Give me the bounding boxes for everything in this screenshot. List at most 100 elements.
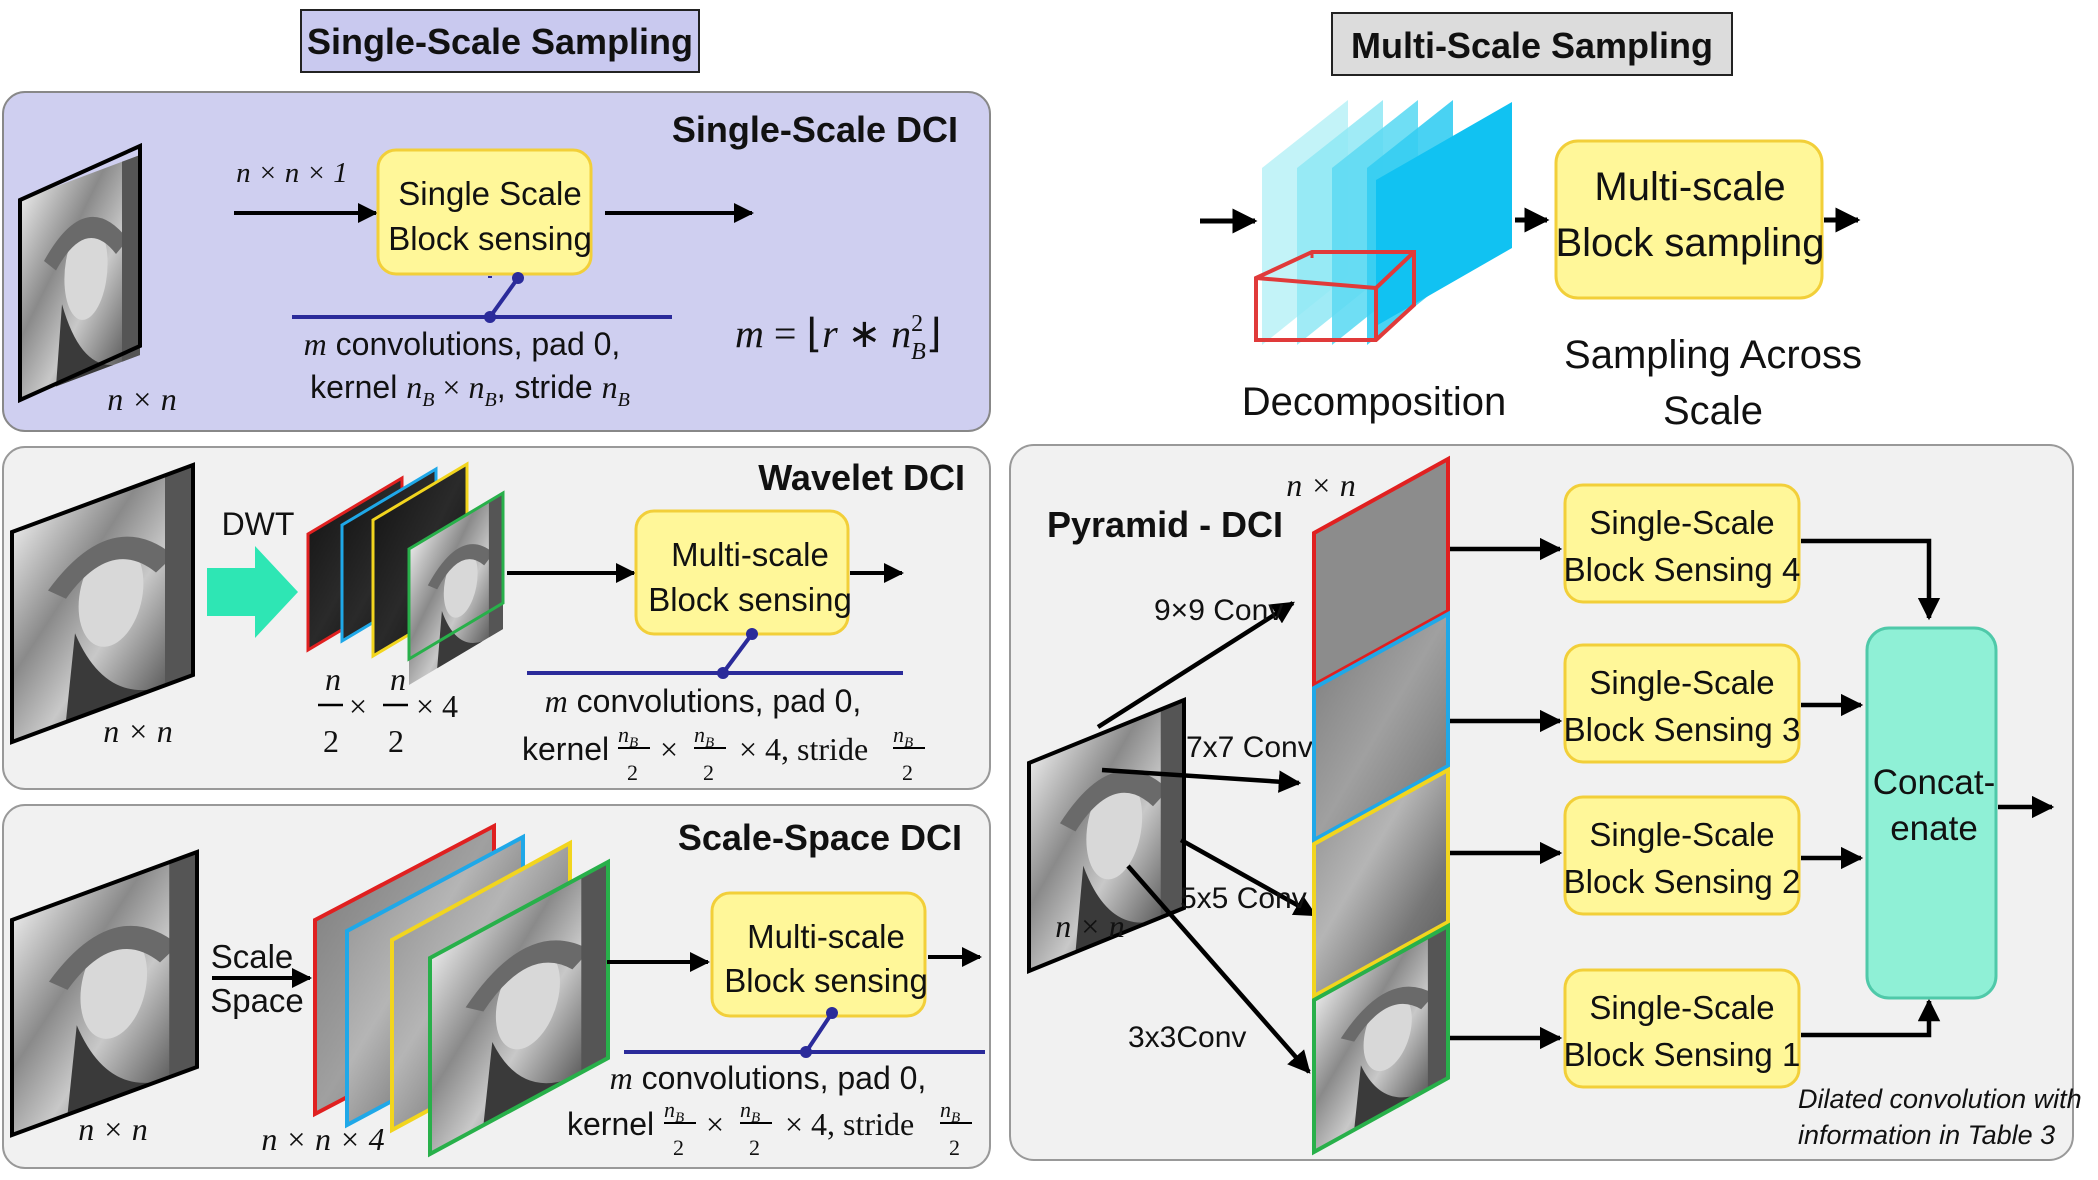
block2-line1: Single-Scale	[1589, 816, 1774, 853]
scale-space-panel: Scale-Space DCI n × n Scale Space n × n …	[2, 804, 991, 1169]
svg-text:2: 2	[627, 760, 638, 785]
pyramid-title: Pyramid - DCI	[1047, 504, 1283, 545]
block1-line1: Single-Scale	[1589, 989, 1774, 1026]
pyramid-input-image	[1027, 697, 1186, 974]
svg-text:2: 2	[949, 1135, 960, 1160]
svg-text:kernel: kernel	[567, 1106, 654, 1142]
sampling-across-line2: Scale	[1663, 389, 1763, 433]
svg-text:×: ×	[660, 731, 678, 767]
concat-line2: enate	[1890, 809, 1978, 848]
svg-text:2: 2	[703, 760, 714, 785]
conv7-arrow	[1101, 767, 1302, 793]
single-scale-title: Single-Scale DCI	[672, 109, 958, 150]
input-size-label: n × n	[107, 381, 177, 417]
svg-text:×: ×	[349, 688, 367, 724]
scale-space-title: Scale-Space DCI	[678, 817, 962, 858]
block4-line1: Single-Scale	[1589, 504, 1774, 541]
multi-scale-block-line2: Block sampling	[1555, 221, 1824, 265]
scale-space-stack-size: n × n × 4	[261, 1121, 384, 1157]
wavelet-subbands	[306, 461, 505, 685]
svg-text:× 4, stride: × 4, stride	[739, 731, 868, 767]
scale-space-stack	[313, 822, 610, 1158]
footnote-line1: Dilated convolution with	[1798, 1084, 2082, 1114]
wavelet-block	[634, 509, 850, 636]
dwt-label: DWT	[222, 506, 295, 542]
space-label: Space	[210, 982, 304, 1019]
block-sensing-2	[1563, 795, 1801, 916]
block1-to-concat-arrow	[1801, 998, 1941, 1038]
single-scale-panel: Single-Scale DCI n × n n × n × 1 Single …	[2, 91, 991, 432]
svg-text:× 4, stride: × 4, stride	[785, 1106, 914, 1142]
scale-space-conv-note-line2: kernel nB 2 × nB 2 × 4, stride nB 2	[567, 1097, 972, 1160]
block4-line2: Block Sensing 4	[1564, 551, 1801, 588]
right-header: Multi-Scale Sampling	[1331, 12, 1733, 76]
svg-text:2: 2	[673, 1135, 684, 1160]
scale-space-block-line1: Multi-scale	[747, 918, 905, 955]
block-sensing-3	[1563, 643, 1801, 764]
block-line1: Single Scale	[398, 175, 581, 212]
conv-connector	[488, 276, 520, 319]
scale-space-block-line2: Block sensing	[724, 962, 928, 999]
conv3-label: 3x3Conv	[1128, 1021, 1246, 1054]
scale-space-input-size: n × n	[78, 1111, 148, 1147]
block-sensing-1	[1563, 968, 1801, 1089]
block-line2: Block sensing	[388, 220, 592, 257]
block-sensing-4	[1563, 483, 1801, 604]
sampling-across-line1: Sampling Across	[1564, 333, 1862, 377]
multi-scale-sampling-block	[1554, 139, 1824, 300]
multi-scale-overview: Decomposition Multi-scale Block sampling…	[1200, 100, 1862, 433]
dwt-arrow	[207, 546, 298, 638]
wavelet-title: Wavelet DCI	[758, 457, 965, 498]
input-image	[18, 142, 142, 404]
left-header: Single-Scale Sampling	[300, 9, 700, 73]
conv7-label: 7x7 Conv	[1186, 731, 1313, 764]
conv5-label: 5x5 Conv	[1180, 882, 1307, 915]
concat-line1: Concat-	[1873, 763, 1996, 802]
pyramid-slice-blue	[1312, 610, 1450, 844]
scale-space-input-image	[10, 849, 199, 1138]
pyramid-slice-green	[1312, 922, 1450, 1156]
left-header-text: Single-Scale Sampling	[307, 21, 693, 62]
scale-label: Scale	[211, 938, 294, 975]
decomposition-label: Decomposition	[1242, 380, 1507, 424]
footnote-line2: information in Table 3	[1798, 1120, 2055, 1150]
pyramid-top-size: n × n	[1286, 467, 1356, 503]
pyramid-panel: Pyramid - DCI n × n n × n 9×9 Conv 7x7 C…	[1009, 444, 2082, 1161]
decomposition-slabs	[1254, 100, 1512, 345]
wavelet-input-image	[10, 462, 195, 745]
block3-line1: Single-Scale	[1589, 664, 1774, 701]
arrow-size-label: n × n × 1	[236, 157, 348, 189]
svg-text:kernel: kernel	[522, 731, 609, 767]
block4-to-concat-arrow	[1801, 538, 1941, 621]
single-conv-note-line2: kernel nB × nB, stride nB	[310, 369, 630, 411]
pyramid-slice-yellow	[1312, 766, 1450, 1000]
svg-text:×: ×	[706, 1106, 724, 1142]
pyramid-input-size: n × n	[1055, 908, 1125, 944]
svg-text:2: 2	[749, 1135, 760, 1160]
wavelet-times-four: × 4	[416, 688, 458, 724]
concatenate-block	[1865, 626, 1998, 1000]
svg-text:2: 2	[902, 760, 913, 785]
conv5-arrow	[1179, 838, 1317, 917]
wavelet-input-size: n × n	[103, 713, 173, 749]
pyramid-slice-red	[1312, 455, 1450, 689]
multi-scale-block-line1: Multi-scale	[1594, 165, 1785, 209]
block2-line2: Block Sensing 2	[1564, 863, 1801, 900]
single-scale-block	[376, 148, 593, 276]
right-header-text: Multi-Scale Sampling	[1351, 25, 1713, 66]
wavelet-conv-note-line1: m convolutions, pad 0,	[545, 683, 862, 719]
wavelet-block-line2: Block sensing	[648, 581, 852, 618]
scale-space-block	[710, 891, 927, 1018]
conv9-label: 9×9 Conv	[1154, 594, 1283, 627]
block1-line2: Block Sensing 1	[1564, 1036, 1801, 1073]
wavelet-block-line1: Multi-scale	[671, 536, 829, 573]
conv9-arrow	[1096, 601, 1295, 729]
single-conv-note-line1: m convolutions, pad 0,	[304, 326, 621, 362]
conv3-arrow	[1126, 864, 1311, 1074]
block3-line2: Block Sensing 3	[1564, 711, 1801, 748]
scale-space-conv-note-line1: m convolutions, pad 0,	[610, 1060, 927, 1096]
